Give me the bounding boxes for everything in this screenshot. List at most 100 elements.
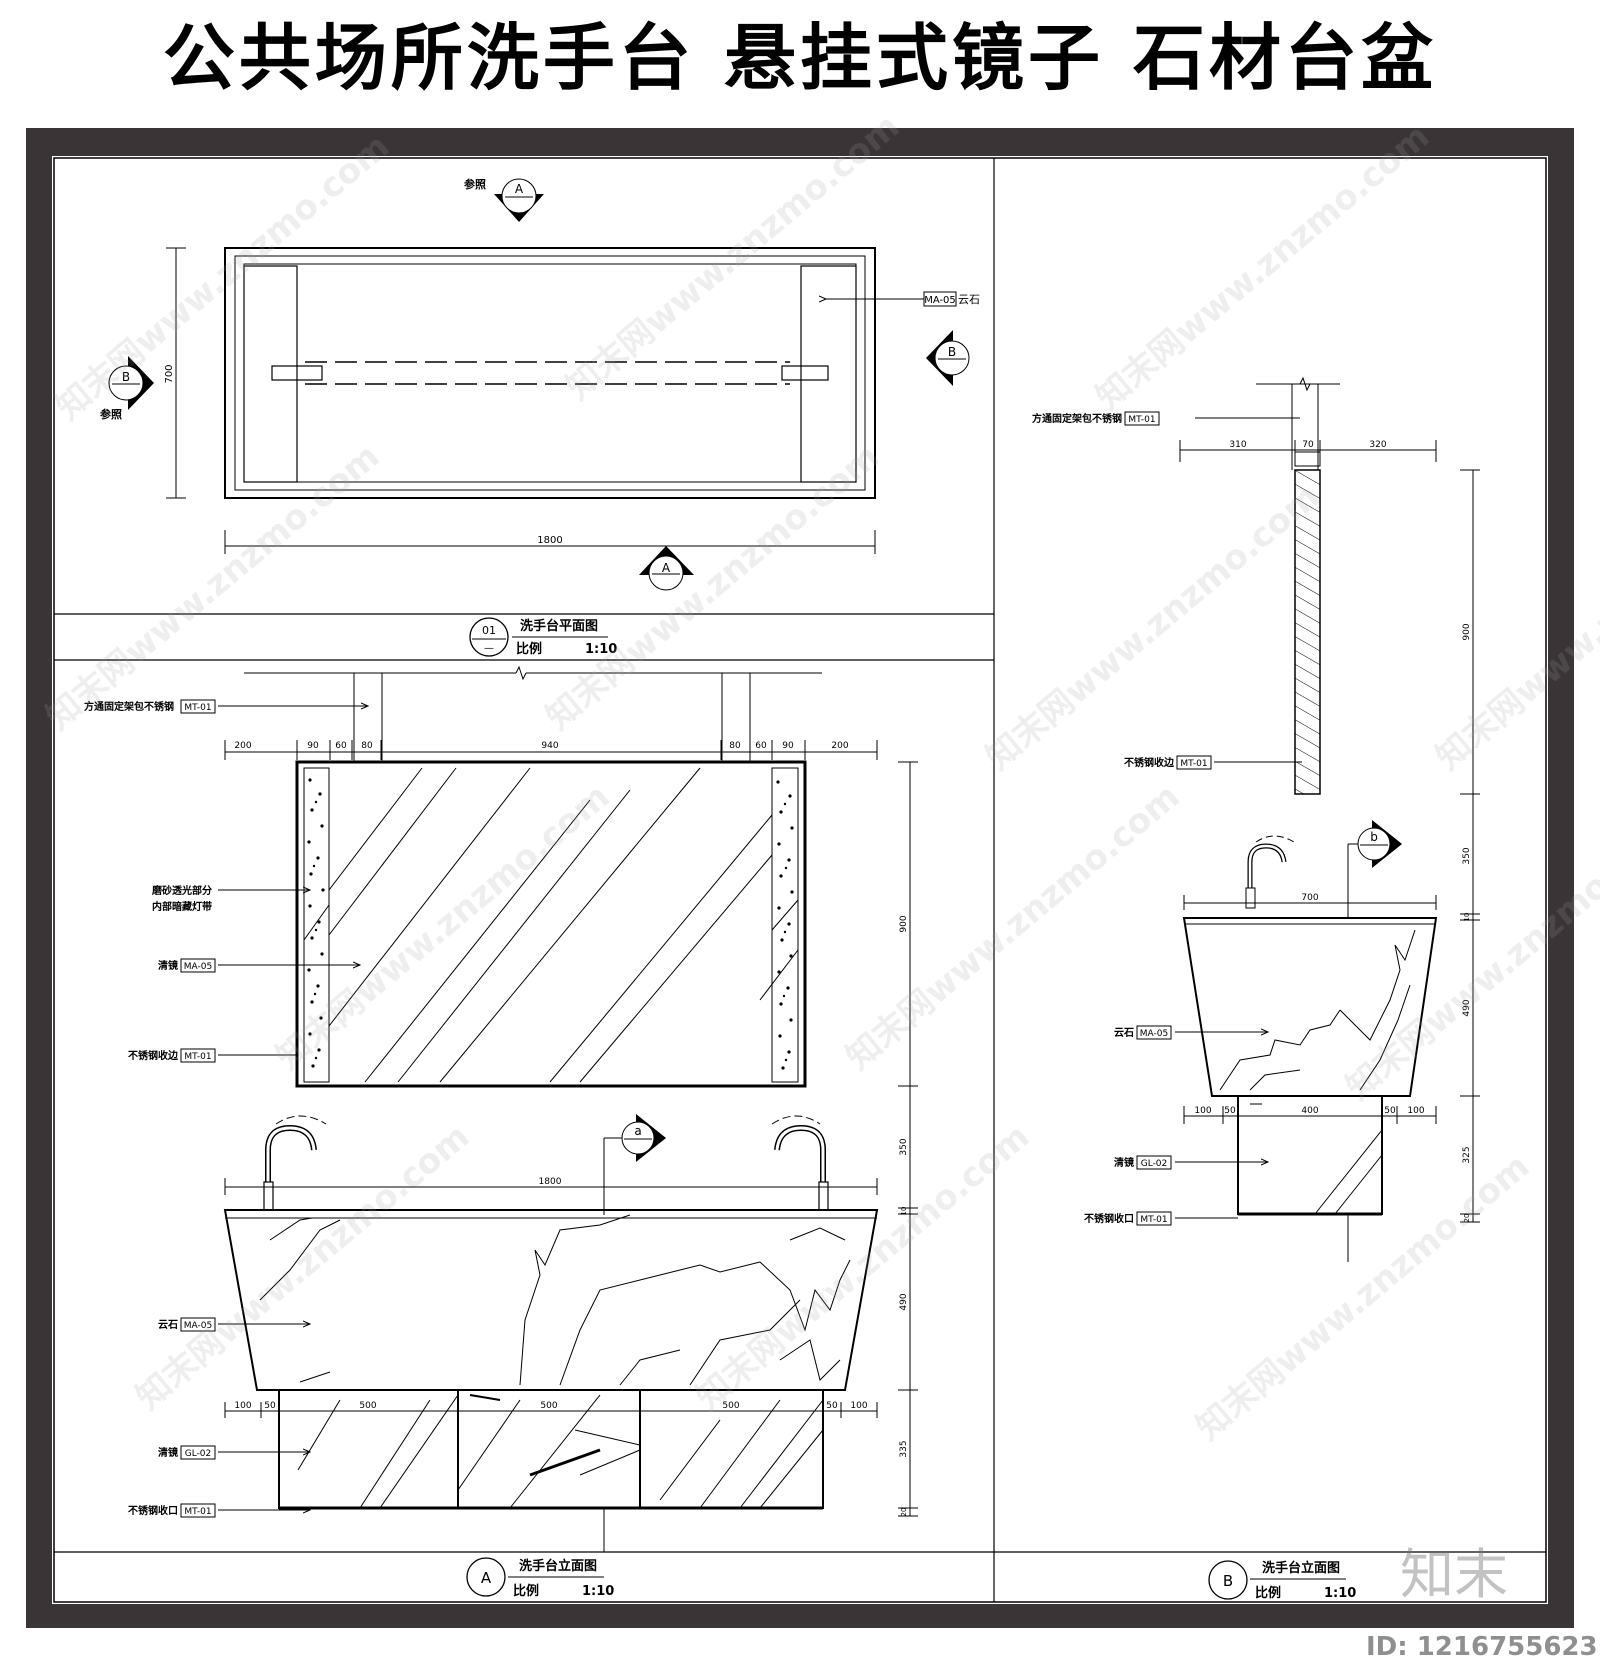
plan-marker-top-a [494,178,544,222]
elev-b-right-dim-4: 490 [1462,999,1472,1016]
elev-b-label-scale: 1:10 [1324,1586,1356,1601]
plan-label-title: 洗手台平面图 [520,618,598,634]
elev-a-right-dim-1: 900 [899,915,909,932]
elev-b-section-marker [1347,820,1402,918]
plan-marker-top-a-letter: A [515,182,524,196]
elev-a-bottom-dim-7: 100 [850,1401,867,1411]
elev-a-top-dim-1: 200 [234,741,251,751]
elev-b-label-letter: B [1223,1572,1233,1590]
elev-b-glass-code: GL-02 [1141,1159,1168,1169]
elevation-a-geometry [223,665,918,1552]
elev-b-glass-text: 清镜 [1114,1156,1134,1169]
elev-a-label-scale-text: 比例 [513,1583,539,1599]
plan-callout-box [923,291,957,307]
elev-b-section-letter: b [1370,830,1378,844]
plan-label-scale: 1:10 [585,642,617,657]
elev-b-right-dim-6: 20 [1463,1214,1471,1223]
elev-a-trim-code: MT-01 [184,1507,211,1517]
elev-a-top-dim-7: 60 [755,741,767,751]
plan-callout-code: MA-05 [924,295,956,306]
elev-b-stone-code: MA-05 [1140,1029,1168,1039]
plan-marker-left-b [108,356,154,410]
plan-label-dash: — [484,643,494,654]
plan-ref-left: 参照 [100,407,122,421]
elev-b-right-dim-5: 325 [1462,1146,1472,1163]
plan-label-scale-text: 比例 [516,641,542,657]
plan-callout-text: 云石 [958,293,980,306]
elev-a-top-dim-9: 200 [831,741,848,751]
elev-a-mirror-code: MA-05 [184,962,212,972]
elev-a-bracket-text: 方通固定架包不锈钢 [84,700,174,713]
image-id: ID: 1216755623 [1366,1632,1598,1662]
drawing-sheet [52,156,1548,1604]
elev-b-glass-code-box [1136,1155,1172,1170]
elev-a-right-dim-2: 350 [899,1138,909,1155]
elev-a-label-scale: 1:10 [582,1584,614,1599]
plan-marker-left-b-letter: B [122,370,130,384]
elev-a-bottom-dim-3: 500 [359,1401,376,1411]
elev-b-right-dim-1: 900 [1462,623,1472,640]
elev-b-trim-code: MT-01 [1140,1215,1167,1225]
elev-b-bracket-code: MT-01 [1128,415,1155,425]
elev-a-bottom-dim-2: 50 [264,1401,276,1411]
plan-marker-right-b-letter: B [948,345,956,359]
elev-b-edge-code: MT-01 [1180,759,1207,769]
elev-a-frost-text-2: 内部暗藏灯带 [152,900,212,913]
elev-a-top-dim-5: 940 [541,741,558,751]
plan-width-dim: 1800 [537,535,562,546]
elev-a-edge-text: 不锈钢收边 [128,1049,179,1062]
elev-a-trim-text: 不锈钢收口 [128,1504,178,1517]
plan-label-number: 01 [482,624,496,637]
elev-b-bracket-text: 方通固定架包不锈钢 [1032,412,1122,425]
elev-b-bottom-dim-2: 50 [1224,1106,1236,1116]
elev-a-label-circle [466,1557,506,1597]
elev-a-glass-text: 清镜 [158,1446,178,1459]
elev-b-bracket-code-box [1124,411,1160,426]
elev-a-edge-code-box [180,1048,216,1063]
elev-b-top-dim-2: 70 [1302,440,1314,450]
plan-label-circle [469,617,509,657]
elevation-b-geometry [1179,376,1480,1262]
elev-a-top-dim-3: 60 [335,741,347,751]
elev-a-top-dim-2: 90 [307,741,319,751]
drawing-title: 公共场所洗手台 悬挂式镜子 石材台盆 [162,16,1438,100]
elev-a-mirror-text: 清镜 [158,959,178,972]
elev-a-right-dim-6: 20 [900,1508,908,1517]
elev-b-bottom-dim-1: 100 [1194,1106,1211,1116]
elev-a-edge-code: MT-01 [184,1052,211,1062]
elev-a-mirror-code-box [180,958,216,973]
elev-a-top-dim-6: 80 [729,741,741,751]
elev-a-basin-width: 1800 [539,1177,562,1187]
elev-a-bottom-dim-5: 500 [722,1401,739,1411]
elev-b-trim-code-box [1136,1211,1172,1226]
plan-marker-bottom-a-letter: A [662,561,671,575]
elev-a-right-dim-3: 10 [900,1207,908,1216]
plan-view [166,247,876,554]
elev-b-stone-text: 云石 [1114,1027,1134,1039]
plan-marker-right-b [926,330,970,386]
elev-a-frost-text-1: 磨砂透光部分 [151,884,212,897]
sheet-grid [53,157,1547,1603]
elev-a-bracket-code: MT-01 [184,703,211,713]
elev-b-label-scale-text: 比例 [1255,1585,1281,1601]
elev-b-bottom-dim-5: 100 [1407,1106,1424,1116]
plan-marker-bottom-a [639,546,694,591]
elev-a-stone-code: MA-05 [184,1321,212,1331]
elev-b-bottom-dim-3: 400 [1301,1106,1318,1116]
elev-a-section-marker [603,1114,666,1215]
plan-depth-dim: 700 [164,364,175,383]
elev-b-top-dim-1: 310 [1229,440,1246,450]
elev-b-top-dim-3: 320 [1369,440,1386,450]
elev-a-glass-code-box [180,1445,216,1460]
elev-b-label-title: 洗手台立面图 [1262,1560,1340,1576]
elev-a-right-dim-5: 335 [899,1440,909,1457]
elev-a-stone-code-box [180,1317,216,1332]
elev-a-bottom-dim-1: 100 [234,1401,251,1411]
elev-b-stone-code-box [1136,1025,1172,1040]
elev-a-label-title: 洗手台立面图 [519,1558,597,1574]
elev-a-section-letter: a [634,1124,641,1138]
elev-a-bottom-dim-4: 500 [540,1401,557,1411]
elev-a-top-dim-8: 90 [782,741,794,751]
elev-a-stone-text: 云石 [158,1319,178,1331]
